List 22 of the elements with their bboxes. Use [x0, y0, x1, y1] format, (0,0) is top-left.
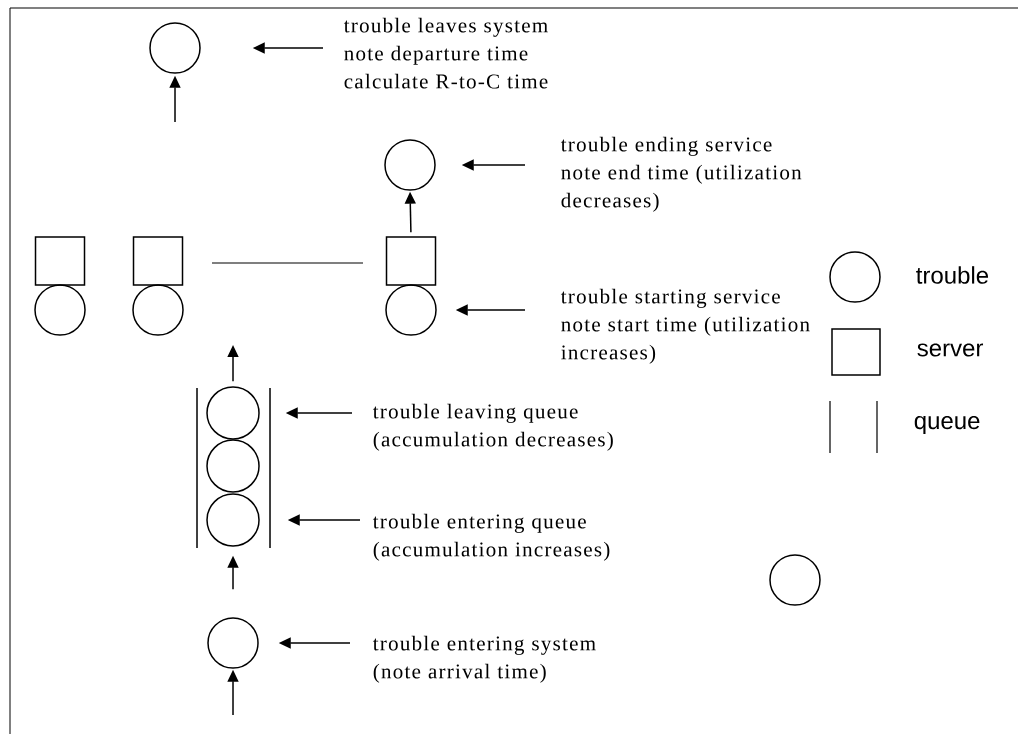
server-box	[385, 236, 437, 286]
trouble-circle	[207, 617, 259, 669]
trouble-circle	[384, 139, 436, 191]
note-text: trouble ending service note end time (utilization decreases)	[560, 136, 802, 212]
trouble-circle	[385, 284, 437, 336]
server-box	[34, 236, 86, 286]
trouble-circle	[769, 554, 821, 606]
legend-label: server	[917, 343, 983, 357]
trouble-circle	[34, 284, 86, 336]
trouble-circle	[206, 439, 260, 493]
trouble-circle	[149, 22, 201, 74]
note-text: trouble starting service note start time (utilization increases)	[560, 288, 810, 364]
note-text: trouble leaves system note departure time calculate R-to-C time	[343, 17, 548, 89]
note-text: trouble entering system (note arrival time)	[372, 635, 596, 683]
trouble-circle	[132, 284, 184, 336]
legend-label: queue	[914, 416, 980, 434]
server-box	[132, 236, 184, 286]
trouble-circle	[206, 493, 260, 547]
note-text: trouble entering queue (accumulation increases)	[372, 513, 610, 561]
note-text: trouble leaving queue (accumulation decreases)	[372, 403, 613, 451]
trouble-circle	[206, 386, 260, 440]
legend-label: trouble	[916, 266, 989, 284]
